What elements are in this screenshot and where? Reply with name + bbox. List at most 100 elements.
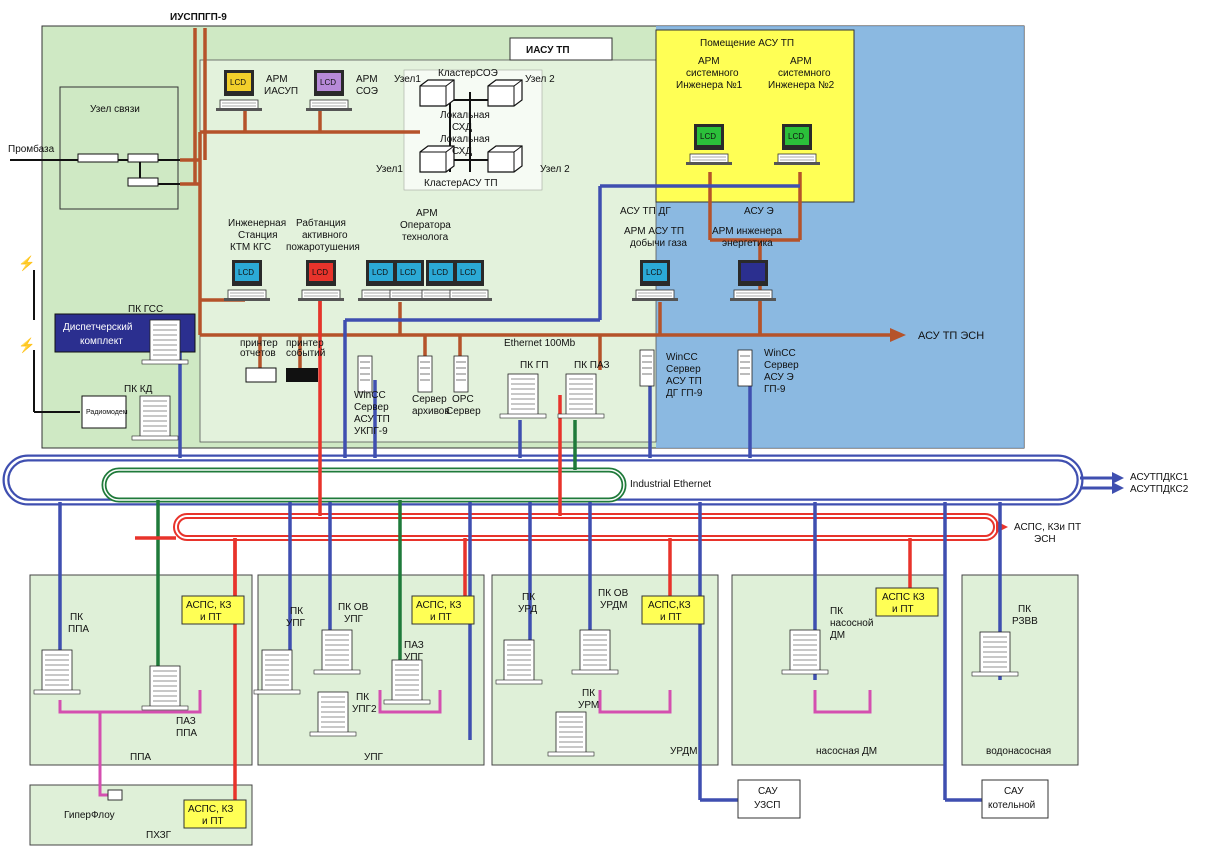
- aspc-esn-label-2: ЭСН: [1034, 534, 1056, 545]
- ktm-workstation: LCD: [223, 259, 271, 302]
- asu-tp-esn-label: АСУ ТП ЭСН: [918, 330, 984, 342]
- svg-text:LCD: LCD: [230, 78, 246, 87]
- ktm-label-3: КТМ КГС: [230, 242, 271, 253]
- green-links: [156, 420, 577, 690]
- industrial-ethernet-label: Industrial Ethernet: [630, 479, 711, 490]
- aspc-pkhzg-box: [183, 799, 247, 829]
- pk-gss-label: ПК ГСС: [128, 304, 163, 315]
- svg-text:ПК ОВ: ПК ОВ: [338, 602, 369, 613]
- disp-label-1: Диспетчерский: [63, 322, 132, 333]
- svg-text:ДМ: ДМ: [830, 630, 845, 641]
- svg-text:ПК: ПК: [290, 606, 303, 617]
- giperflou-device: [107, 789, 123, 801]
- wincc-dg-3: АСУ ТП: [666, 376, 702, 387]
- arm-soe-workstation: LCD: [305, 69, 353, 112]
- svg-text:САУ: САУ: [1004, 786, 1024, 797]
- gaz-label-1: АРМ АСУ ТП: [624, 226, 684, 237]
- svg-text:УПГ: УПГ: [344, 614, 364, 625]
- asu-room: [655, 29, 855, 203]
- svg-text:LCD: LCD: [432, 268, 448, 277]
- brown-lan: [180, 28, 890, 370]
- node2-bot-label: Узел 2: [540, 164, 570, 175]
- svg-text:LCD: LCD: [646, 268, 662, 277]
- apt-workstation: LCD: [297, 259, 345, 302]
- disp-label-2: комплект: [80, 336, 123, 347]
- aspc-dm-box: [875, 587, 939, 617]
- zone-upg-label: УПГ: [364, 752, 384, 763]
- svg-text:и ПТ: и ПТ: [430, 612, 452, 623]
- archive-server-tower: [417, 355, 433, 393]
- wincc-e-2: Сервер: [764, 360, 799, 371]
- oper-workstation-3: LCD: [417, 259, 465, 302]
- svg-text:ПК ОВ: ПК ОВ: [598, 588, 629, 599]
- cluster-asu-label: КластерАСУ ТП: [424, 178, 498, 189]
- svg-text:Радиомодем: Радиомодем: [86, 409, 128, 416]
- cluster-soe-node2: [487, 79, 523, 107]
- energ-label: АРМ инженера: [712, 226, 782, 237]
- printer-ev-1: принтер: [286, 338, 324, 349]
- svg-text:и ПТ: и ПТ: [892, 604, 914, 615]
- svg-text:УЗСП: УЗСП: [754, 800, 780, 811]
- industrial-ethernet-ring: [2, 454, 1084, 506]
- antenna-icon: ⚡: [18, 255, 35, 272]
- esn-arrow: [890, 328, 906, 342]
- node1-top-label: Узел1: [394, 74, 421, 85]
- zone-vodo-label: водонасосная: [986, 746, 1051, 757]
- sxd1-label-1: Локальная: [440, 110, 490, 121]
- red-fire-bus: [173, 513, 999, 541]
- wincc-e-3: АСУ Э: [764, 372, 794, 383]
- eng1-label-1: АРМ: [698, 56, 720, 67]
- ktm-label-2: Станция: [238, 230, 278, 241]
- wincc-dg-1: WinCC: [666, 352, 698, 363]
- svg-text:АСПС, КЗ: АСПС, КЗ: [186, 600, 231, 611]
- gaz-label-2: добычи газа: [630, 237, 687, 249]
- wincc-ukpg-3: АСУ ТП: [354, 414, 390, 425]
- svg-text:ПК: ПК: [522, 592, 535, 603]
- report-printer: [245, 367, 277, 383]
- aspc-urdm-box: [641, 595, 705, 625]
- zone-ppa-label: ППА: [130, 752, 151, 763]
- sau-kot-box: [981, 779, 1049, 819]
- eng2-label-1: АРМ: [790, 56, 812, 67]
- svg-text:АСПС, КЗ: АСПС, КЗ: [188, 804, 233, 815]
- pk-gp-label: ПК ГП: [520, 360, 548, 371]
- eng2-workstation: LCD: [773, 123, 821, 166]
- printer-rep-1: принтер: [240, 338, 278, 349]
- wincc-ukpg-2: Сервер: [354, 402, 389, 413]
- aspc-ppa-box: [181, 595, 245, 625]
- cluster-asu-node2: [487, 145, 523, 173]
- sxd2-label-1: Локальная: [440, 134, 490, 145]
- green-ring: [101, 467, 627, 503]
- eng2-label-2: системного: [778, 68, 831, 79]
- eng1-label-3: Инженера №1: [676, 80, 743, 91]
- svg-text:ПАЗ: ПАЗ: [404, 640, 424, 651]
- oper-label-3: технолога: [402, 232, 449, 243]
- iasu-tp-box: [509, 37, 613, 61]
- paz-ppa-label-2: ППА: [176, 728, 197, 739]
- svg-text:УПГ: УПГ: [404, 652, 424, 663]
- wincc-dg-2: Сервер: [666, 364, 701, 375]
- opc-server-tower: [453, 355, 469, 393]
- oper-workstation-4: LCD: [445, 259, 493, 302]
- svg-text:ПК: ПК: [582, 688, 595, 699]
- arm-soe-label-2: СОЭ: [356, 86, 378, 97]
- svg-text:LCD: LCD: [788, 132, 804, 141]
- svg-text:АСПС,КЗ: АСПС,КЗ: [648, 600, 691, 611]
- antenna-icon-2: ⚡: [18, 337, 35, 354]
- oper-label-2: Оператора: [400, 220, 451, 231]
- svg-text:LCD: LCD: [312, 268, 328, 277]
- svg-text:насосной: насосной: [830, 618, 873, 629]
- svg-text:РЗВВ: РЗВВ: [1012, 616, 1038, 627]
- svg-text:ПК: ПК: [356, 692, 369, 703]
- zone-dm-label: насосная ДМ: [816, 746, 877, 757]
- dks2-label: АСУТПДКС2: [1130, 484, 1189, 495]
- comm-node-label: Узел связи: [90, 104, 140, 115]
- wincc-e-tower: [737, 349, 753, 387]
- wincc-ukpg-1: WinCC: [354, 390, 386, 401]
- opc-2: Сервер: [446, 406, 481, 417]
- printer-ev-2: событий: [286, 347, 325, 359]
- iusp-label: ИУСППГП-9: [170, 12, 227, 23]
- svg-text:LCD: LCD: [238, 268, 254, 277]
- sxd1-label-2: СХД: [452, 122, 472, 133]
- radiomodem: [81, 395, 127, 429]
